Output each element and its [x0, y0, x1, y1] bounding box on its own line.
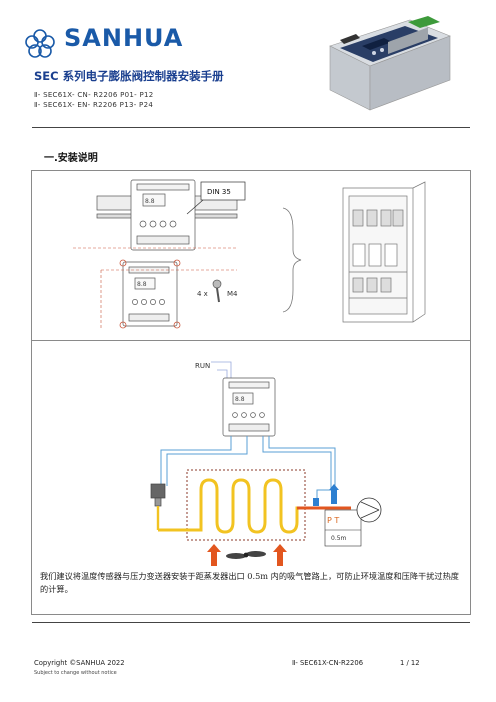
- qty-label: 4 x: [197, 290, 208, 298]
- compressor-icon: [356, 497, 382, 523]
- svg-text:8.8: 8.8: [235, 396, 245, 403]
- installation-figure: 8.8 DIN 35 8.8 4 x M4: [73, 179, 426, 329]
- din-label: DIN 35: [207, 188, 231, 196]
- diagram-controller: 8.8: [222, 377, 276, 437]
- temperature-sensor-icon: [313, 498, 319, 506]
- airflow-arrow-icon: [207, 544, 287, 566]
- footer-notice: Subject to change without notice: [34, 670, 117, 676]
- wall-mounted-controller: 8.8: [122, 261, 178, 327]
- pt-label: P T: [327, 516, 339, 525]
- fan-icon: [226, 551, 266, 559]
- sanhua-logo-icon: [25, 29, 55, 58]
- expansion-valve-icon: [150, 483, 166, 530]
- installation-note: 我们建议将温度传感器与压力变送器安装于距蒸发器出口 0.5m 内的吸气管路上，可…: [40, 571, 459, 594]
- footer-copyright: Copyright ©SANHUA 2022: [34, 659, 125, 667]
- svg-text:8.8: 8.8: [137, 281, 147, 288]
- section-title: 一.安装说明: [44, 153, 98, 164]
- version-line-en: Ⅱ- SEC61X- EN- R2206 P13- P24: [34, 101, 154, 109]
- evaporator-coil: [158, 478, 319, 534]
- version-line-cn: Ⅱ- SEC61X- CN- R2206 P01- P12: [34, 91, 154, 99]
- screw-label: M4: [227, 290, 238, 298]
- electrical-cabinet: [342, 181, 426, 323]
- distance-label: 0.5m: [331, 535, 347, 542]
- evaporator-frame: [186, 469, 306, 541]
- footer-page-number: 1 / 12: [400, 659, 420, 667]
- footer-doc-code: Ⅱ- SEC61X-CN-R2206: [292, 659, 364, 667]
- brand-wordmark: SANHUA: [64, 24, 184, 52]
- figure-frame: [31, 170, 471, 615]
- manual-title: SEC 系列电子膨胀阀控制器安装手册: [34, 69, 224, 83]
- header-divider: [32, 127, 470, 128]
- controller-product-photo: [329, 16, 451, 111]
- system-diagram: RUN 8.8 P T 0.5m: [150, 361, 382, 566]
- screw-icon: [212, 279, 222, 303]
- footer-divider: [32, 622, 470, 623]
- run-label: RUN: [195, 362, 210, 370]
- figure-divider: [31, 340, 471, 341]
- svg-text:8.8: 8.8: [145, 198, 155, 205]
- pressure-sensor-icon: [329, 484, 339, 504]
